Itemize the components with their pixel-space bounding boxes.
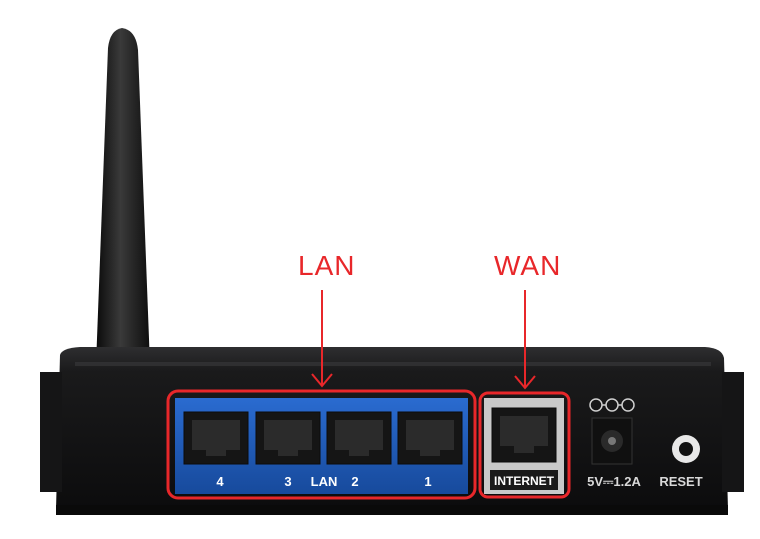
reset-label: RESET [659,474,703,489]
lan-port-label-3: 3 [284,474,292,489]
lan-port-3 [255,411,321,465]
wan-annotation-label: WAN [494,250,562,281]
lan-port-4 [183,411,249,465]
power-jack [589,398,635,465]
lan-annotation-label: LAN [298,250,356,281]
wan-arrow [514,290,536,390]
lan-port-label-4: 4 [216,474,224,489]
wan-highlight-box [478,391,571,499]
internet-port [491,407,557,463]
reset-button [672,435,700,463]
internet-label: INTERNET [494,474,554,488]
lan-highlight-box [166,389,477,500]
power-rating-label: 5V⎓1.2A [587,474,641,489]
lan-group-label: LAN [310,474,338,489]
antenna [96,28,150,375]
lan-port-1 [397,411,463,465]
lan-port-2 [326,411,392,465]
lan-arrow [311,290,333,388]
lan-port-label-1: 1 [424,474,432,489]
lan-port-label-2: 2 [351,474,359,489]
